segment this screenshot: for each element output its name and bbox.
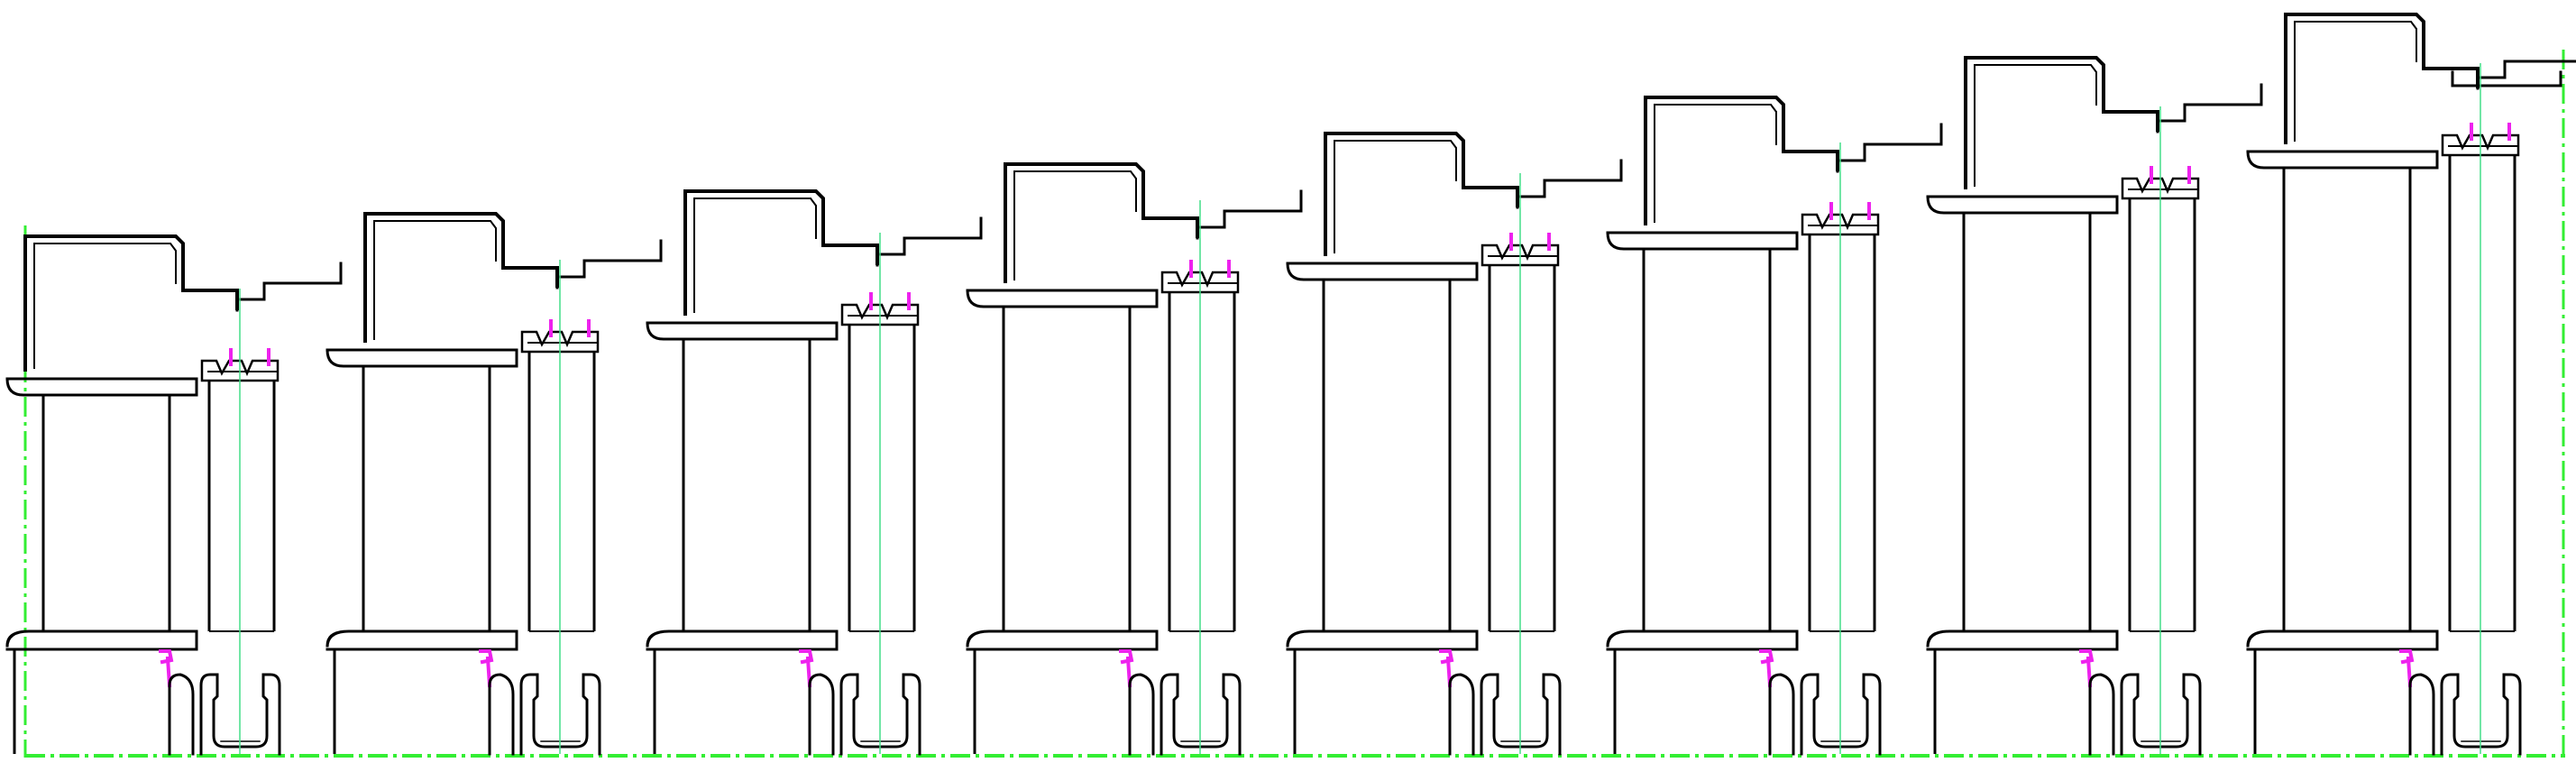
casing-pocket-inner bbox=[373, 220, 497, 340]
boundary-layer bbox=[23, 50, 2565, 758]
vane-inner-platform bbox=[2246, 629, 2439, 651]
stage-7 bbox=[1926, 56, 2202, 756]
vane-outer-platform bbox=[2246, 150, 2439, 170]
rotor-shroud bbox=[1160, 271, 1240, 294]
rotor-shroud bbox=[520, 330, 600, 354]
vane-inner-platform bbox=[1926, 629, 2119, 651]
casing-pocket bbox=[1004, 162, 1199, 283]
outer-casing-profile bbox=[235, 60, 2576, 312]
vane-outer-platform bbox=[646, 321, 839, 341]
casing-pocket-inner bbox=[33, 243, 177, 369]
rotor-shroud bbox=[2121, 177, 2200, 200]
casing-pocket-inner bbox=[1974, 64, 2097, 187]
rotor-shroud bbox=[1801, 213, 1880, 236]
casing-pocket bbox=[1964, 56, 2159, 189]
inner-hook-wall bbox=[168, 673, 195, 756]
casing-pocket-inner bbox=[1334, 140, 1457, 253]
casing-pocket bbox=[2284, 13, 2480, 144]
casing-pocket-inner bbox=[693, 198, 817, 313]
rotor-shroud bbox=[840, 303, 920, 326]
vane-inner-platform bbox=[325, 629, 518, 651]
vane-inner-platform bbox=[1286, 629, 1479, 651]
casing-step-profile bbox=[235, 60, 2576, 312]
vane-outer-platform bbox=[966, 289, 1159, 308]
vane-inner-platform bbox=[966, 629, 1159, 651]
inner-hook-wall bbox=[2408, 673, 2435, 756]
vane-outer-platform bbox=[1606, 231, 1799, 251]
inner-hook-wall bbox=[488, 673, 515, 756]
inner-hook-wall bbox=[1448, 673, 1475, 756]
stages-layer bbox=[5, 13, 2522, 756]
casing-pocket bbox=[363, 212, 559, 343]
vane-outer-platform bbox=[1286, 262, 1479, 281]
vane-outer-platform bbox=[1926, 195, 2119, 215]
rotor-shroud bbox=[1481, 243, 1560, 267]
casing-pocket bbox=[1644, 96, 1839, 225]
inner-hook-wall bbox=[1768, 673, 1795, 756]
casing-pocket bbox=[23, 234, 239, 372]
rotor-shroud bbox=[200, 359, 280, 382]
inner-hook-wall bbox=[808, 673, 835, 756]
stage-1 bbox=[5, 234, 281, 756]
stage-4 bbox=[966, 162, 1242, 756]
casing-pocket-inner bbox=[1654, 104, 1777, 223]
vane-inner-platform bbox=[1606, 629, 1799, 651]
inner-hook-wall bbox=[1128, 673, 1155, 756]
vane-outer-platform bbox=[325, 348, 518, 368]
stage-2 bbox=[325, 212, 601, 756]
rotor-shroud bbox=[2441, 133, 2520, 157]
stage-3 bbox=[646, 189, 921, 756]
stage-5 bbox=[1286, 132, 1562, 756]
vane-inner-platform bbox=[646, 629, 839, 651]
vane-outer-platform bbox=[5, 377, 198, 397]
stage-6 bbox=[1606, 96, 1882, 756]
inner-hook-wall bbox=[2088, 673, 2115, 756]
casing-pocket bbox=[683, 189, 879, 316]
vane-inner-platform bbox=[5, 629, 198, 651]
casing-pocket-inner bbox=[1013, 170, 1137, 280]
stage-8 bbox=[2246, 13, 2522, 756]
casing-pocket bbox=[1324, 132, 1519, 256]
exit-flange bbox=[2451, 70, 2562, 87]
casing-pocket-inner bbox=[2294, 21, 2417, 142]
